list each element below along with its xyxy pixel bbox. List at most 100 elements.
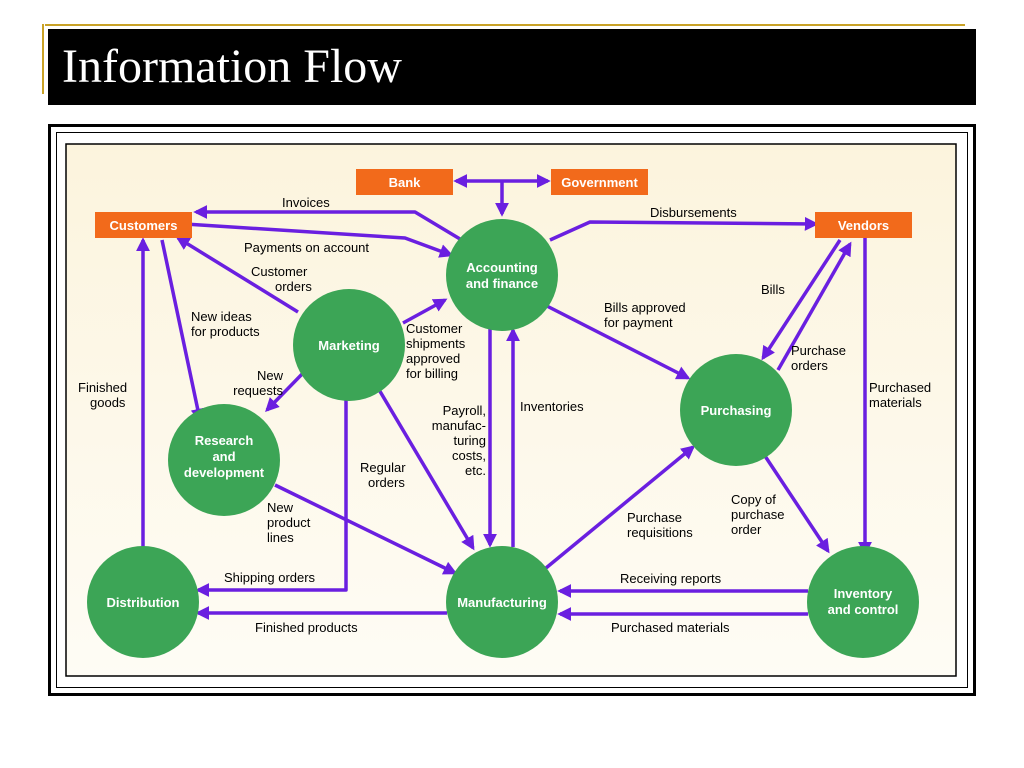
node-purchasing: Purchasing (680, 354, 792, 466)
label-copy-po-2: purchase (731, 507, 784, 522)
label-payments: Payments on account (244, 240, 369, 255)
arrow-customer-shipments (402, 298, 448, 325)
slide-title: Information Flow (62, 40, 402, 93)
node-customers: Customers (95, 212, 192, 238)
label-copy-po-1: Copy of (731, 492, 776, 507)
customers-box (95, 212, 192, 238)
node-research: Research and development (168, 404, 280, 516)
arrow-bills-approved (540, 301, 691, 380)
label-shipping-orders: Shipping orders (224, 570, 316, 585)
node-marketing: Marketing (293, 289, 405, 401)
node-manufacturing: Manufacturing (446, 546, 558, 658)
arrow-bills (761, 239, 842, 361)
label-purchase-requisitions-2: requisitions (627, 525, 693, 540)
distribution-circle (87, 546, 199, 658)
label-purchase-orders-2: orders (791, 358, 828, 373)
marketing-circle (293, 289, 405, 401)
vendors-box (815, 212, 912, 238)
node-bank: Bank (356, 169, 453, 195)
label-bills-approved-1: Bills approved (604, 300, 686, 315)
title-accent-vline (42, 24, 44, 94)
bank-box (356, 169, 453, 195)
research-label-2: and (212, 449, 235, 464)
label-finished-goods-2: goods (90, 395, 126, 410)
vendors-label: Vendors (838, 218, 889, 233)
title-accent-line (45, 24, 965, 26)
arrow-regular-orders (376, 387, 475, 551)
marketing-label: Marketing (318, 338, 379, 353)
label-customer-shipments-4: for billing (406, 366, 458, 381)
government-label: Government (561, 175, 638, 190)
label-new-requests-1: New (257, 368, 284, 383)
node-distribution: Distribution (87, 546, 199, 658)
arrow-purchase-orders (776, 241, 852, 371)
arrow-customer-orders (175, 236, 299, 314)
arrow-shipping-orders (195, 398, 348, 597)
label-purchase-orders-1: Purchase (791, 343, 846, 358)
node-inventory: Inventory and control (807, 546, 919, 658)
node-government: Government (551, 169, 648, 195)
label-regular-orders-1: Regular (360, 460, 406, 475)
label-bills: Bills (761, 282, 785, 297)
label-inventories: Inventories (520, 399, 584, 414)
bank-label: Bank (389, 175, 422, 190)
arrow-payments (184, 222, 454, 258)
research-label-1: Research (195, 433, 254, 448)
label-customer-shipments-3: approved (406, 351, 460, 366)
label-new-ideas-2: for products (191, 324, 260, 339)
node-accounting: Accounting and finance (446, 219, 558, 331)
label-copy-po-3: order (731, 522, 762, 537)
arrow-new-requests (265, 368, 308, 413)
accounting-label-2: and finance (466, 276, 538, 291)
purchasing-circle (680, 354, 792, 466)
diagram-frame-inner (56, 132, 968, 688)
accounting-label-1: Accounting (466, 260, 538, 275)
arrow-new-product-lines (274, 483, 458, 575)
flow-labels: Invoices Payments on account Customer or… (78, 195, 931, 635)
label-payroll-4: costs, (452, 448, 486, 463)
label-purchased-materials-right-2: materials (869, 395, 922, 410)
label-purchased-materials-right-1: Purchased (869, 380, 931, 395)
purchasing-label: Purchasing (701, 403, 772, 418)
label-new-requests-2: requests (233, 383, 283, 398)
label-customer-orders-2: orders (275, 279, 312, 294)
label-payroll-5: etc. (465, 463, 486, 478)
label-purchased-materials-bottom: Purchased materials (611, 620, 730, 635)
label-disbursements: Disbursements (650, 205, 737, 220)
label-invoices: Invoices (282, 195, 330, 210)
title-bar: Information Flow (48, 29, 976, 105)
label-finished-products: Finished products (255, 620, 358, 635)
research-circle (168, 404, 280, 516)
inventory-label-1: Inventory (834, 586, 893, 601)
label-purchase-requisitions-1: Purchase (627, 510, 682, 525)
manufacturing-circle (446, 546, 558, 658)
flow-arrows (136, 174, 872, 621)
distribution-label: Distribution (107, 595, 180, 610)
label-receiving-reports: Receiving reports (620, 571, 722, 586)
arrow-disbursements (549, 216, 819, 242)
label-finished-goods-1: Finished (78, 380, 127, 395)
label-customer-shipments-2: shipments (406, 336, 466, 351)
label-new-product-lines-1: New (267, 500, 294, 515)
label-new-product-lines-2: product (267, 515, 311, 530)
manufacturing-label: Manufacturing (457, 595, 547, 610)
arrow-new-ideas (160, 239, 205, 423)
label-payroll-2: manufac- (432, 418, 486, 433)
label-customer-shipments-1: Customer (406, 321, 463, 336)
label-new-product-lines-3: lines (267, 530, 294, 545)
research-label-3: development (184, 465, 265, 480)
label-customer-orders-1: Customer (251, 264, 308, 279)
government-box (551, 169, 648, 195)
label-bills-approved-2: for payment (604, 315, 673, 330)
label-payroll-1: Payroll, (443, 403, 486, 418)
node-vendors: Vendors (815, 212, 912, 238)
inventory-label-2: and control (828, 602, 899, 617)
arrow-purchase-requisitions (544, 445, 696, 570)
arrow-invoices (193, 205, 461, 241)
label-payroll-3: turing (453, 433, 486, 448)
arrow-copy-po (763, 455, 830, 554)
customers-label: Customers (110, 218, 178, 233)
accounting-circle (446, 219, 558, 331)
inventory-circle (807, 546, 919, 658)
